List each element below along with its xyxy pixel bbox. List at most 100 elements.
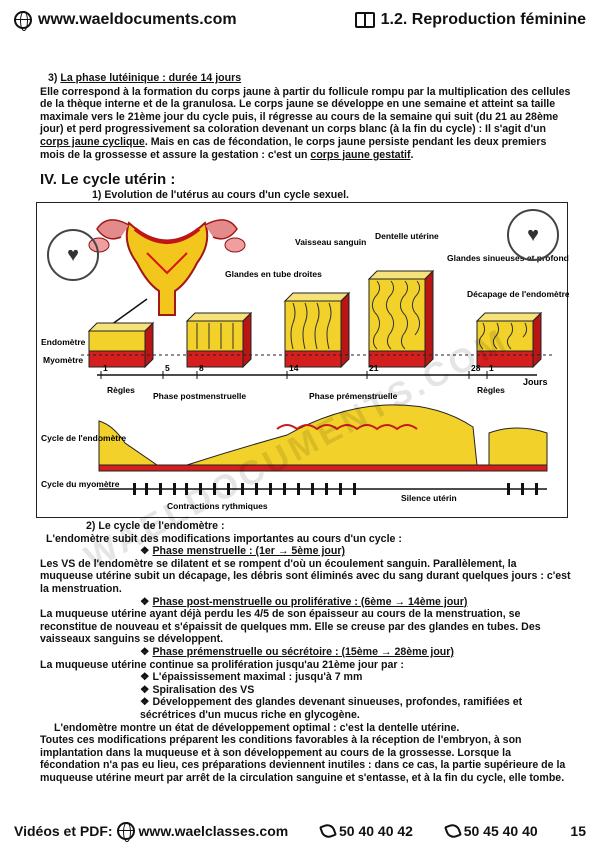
footer-videos-label: Vidéos et PDF: <box>14 823 113 839</box>
endometrium-cycle-title: 2) Le cycle de l'endomètre : <box>86 520 225 532</box>
page-header: www.waeldocuments.com 1.2. Reproduction … <box>14 6 586 34</box>
tissue-block-3 <box>283 291 351 369</box>
contraction-marks <box>133 483 538 495</box>
bullet-text: L'épaississement maximal : jusqu'à 7 mm <box>152 671 363 684</box>
stamp-icon <box>47 229 99 281</box>
final-paragraph: Toutes ces modifications préparent les c… <box>40 734 566 784</box>
day-label: 28 <box>471 363 481 373</box>
uterine-cycle-title: IV. Le cycle utérin : <box>40 171 176 188</box>
label-decapage: Décapage de l'endomètre <box>467 289 569 299</box>
tissue-block-4 <box>367 269 435 369</box>
header-site[interactable]: www.waeldocuments.com <box>14 11 237 31</box>
contraction-mark <box>185 483 188 495</box>
label-cycle-endometre: Cycle de l'endomètre <box>41 433 126 443</box>
contraction-mark <box>269 483 272 495</box>
contraction-mark <box>325 483 328 495</box>
phase-proliferative-text: La muqueuse utérine ayant déjà perdu les… <box>40 608 541 646</box>
contraction-mark <box>173 483 176 495</box>
day-label: 21 <box>369 363 379 373</box>
page-number: 15 <box>570 823 586 839</box>
label-regles-1: Règles <box>107 385 135 395</box>
endometrium-cycle-section: 2) Le cycle de l'endomètre : L'endomètre… <box>40 520 572 784</box>
globe-icon <box>14 11 32 31</box>
contraction-mark <box>507 483 510 495</box>
label-vaisseau: Vaisseau sanguin <box>295 237 366 247</box>
contraction-mark <box>521 483 524 495</box>
contraction-mark <box>199 483 202 495</box>
bullet-item: ❖ Développement des glandes devenant sin… <box>140 696 523 721</box>
day-label: 5 <box>165 363 170 373</box>
contraction-mark <box>297 483 300 495</box>
tissue-block-2 <box>185 311 253 369</box>
label-glandes-sinueuses: Glandes sinueuses et profondes <box>447 253 569 263</box>
label-postmenstruelle: Phase postmenstruelle <box>153 391 246 401</box>
phase-menstruelle-title: Phase menstruelle : (1er → 5ème jour) <box>152 545 345 558</box>
contraction-mark <box>159 483 162 495</box>
label-silence: Silence utérin <box>401 493 457 503</box>
luteal-text-1: Elle correspond à la formation du corps … <box>40 85 571 136</box>
uterine-cycle-figure: Glandes en tube droites Vaisseau sanguin… <box>41 219 579 511</box>
luteal-text-2: . Mais en cas de fécondation, le corps j… <box>40 135 547 161</box>
footer-phone-2[interactable]: 50 45 40 40 <box>443 822 538 840</box>
bullet-text: Spiralisation des VS <box>152 683 255 696</box>
uterine-evolution-subtitle: 1) Evolution de l'utérus au cours d'un c… <box>92 188 350 201</box>
phase-secretoire-heading: ❖ Phase prémenstruelle ou sécrétoire : (… <box>140 645 454 658</box>
luteal-phase-num: 3) <box>48 72 58 84</box>
luteal-phase-heading: La phase lutéinique : durée 14 jours <box>60 72 242 84</box>
label-jours: Jours <box>523 377 548 387</box>
label-endometre: Endomètre <box>41 337 86 347</box>
tissue-block-1 <box>87 321 155 369</box>
luteal-phase-section: 3) La phase lutéinique : durée 14 jours … <box>40 72 572 161</box>
day-label: 8 <box>199 363 204 373</box>
label-cycle-myometre: Cycle du myomètre <box>41 479 120 489</box>
day-label: 1 <box>489 363 494 373</box>
footer-phone-1[interactable]: 50 40 40 42 <box>319 822 413 840</box>
bullet-item: ❖ Spiralisation des VS <box>140 683 255 696</box>
endometrium-curve <box>98 404 478 466</box>
label-contractions: Contractions rythmiques <box>167 501 268 511</box>
endometrium-intro: L'endomètre subit des modifications impo… <box>46 532 402 545</box>
bullet-item: ❖ L'épaississement maximal : jusqu'à 7 m… <box>140 671 363 684</box>
globe-icon <box>116 822 135 842</box>
label-premenstruelle: Phase prémenstruelle <box>309 391 398 401</box>
stamp-icon <box>507 209 559 261</box>
day-label: 14 <box>289 363 299 373</box>
day-label: 1 <box>103 363 108 373</box>
phone-icon <box>443 822 462 840</box>
contraction-mark <box>133 483 136 495</box>
contraction-mark <box>241 483 244 495</box>
contraction-mark <box>213 483 216 495</box>
uterine-cycle-heading: IV. Le cycle utérin : 1) Evolution de l'… <box>40 171 572 201</box>
contraction-mark <box>255 483 258 495</box>
header-chapter: 1.2. Reproduction féminine <box>354 11 586 29</box>
phase-menstruelle-text: Les VS de l'endomètre se dilatent et se … <box>40 557 571 595</box>
uterus-illustration <box>88 219 246 316</box>
phase-secretoire-text: La muqueuse utérine continue sa prolifér… <box>40 658 404 671</box>
footer-site-link[interactable]: www.waelclasses.com <box>138 823 289 839</box>
contraction-mark <box>311 483 314 495</box>
phase-secretoire-title: Phase prémenstruelle ou sécrétoire : (15… <box>152 645 454 658</box>
luteal-text-end: . <box>410 148 414 161</box>
corps-jaune-gestatif: corps jaune gestatif <box>310 148 411 161</box>
header-chapter-text: 1.2. Reproduction féminine <box>380 11 586 28</box>
bullet-text: Développement des glandes devenant sinue… <box>140 696 523 721</box>
luteal-phase-title: 3) La phase lutéinique : durée 14 jours <box>48 72 572 85</box>
contraction-mark <box>353 483 356 495</box>
day-ticks: 1 5 8 14 21 28 1 <box>100 363 494 379</box>
label-myometre: Myomètre <box>43 355 83 365</box>
contraction-mark <box>339 483 342 495</box>
contraction-mark <box>145 483 148 495</box>
contraction-mark <box>535 483 538 495</box>
phase-menstruelle-heading: ❖ Phase menstruelle : (1er → 5ème jour) <box>140 545 345 558</box>
uterine-cycle-diagram: Glandes en tube droites Vaisseau sanguin… <box>36 202 579 518</box>
page-footer: Vidéos et PDF: www.waelclasses.com 50 40… <box>14 818 586 844</box>
header-site-text: www.waeldocuments.com <box>38 11 237 28</box>
footer-videos: Vidéos et PDF: www.waelclasses.com <box>14 822 289 842</box>
contraction-mark <box>283 483 286 495</box>
label-regles-2: Règles <box>477 385 505 395</box>
contraction-mark <box>227 483 230 495</box>
phase-proliferative-title: Phase post-menstruelle ou proliférative … <box>152 595 468 608</box>
footer-phone-2-text: 50 45 40 40 <box>463 823 538 839</box>
luteal-phase-paragraph: Elle correspond à la formation du corps … <box>40 86 572 162</box>
footer-phone-1-text: 50 40 40 42 <box>338 823 413 839</box>
